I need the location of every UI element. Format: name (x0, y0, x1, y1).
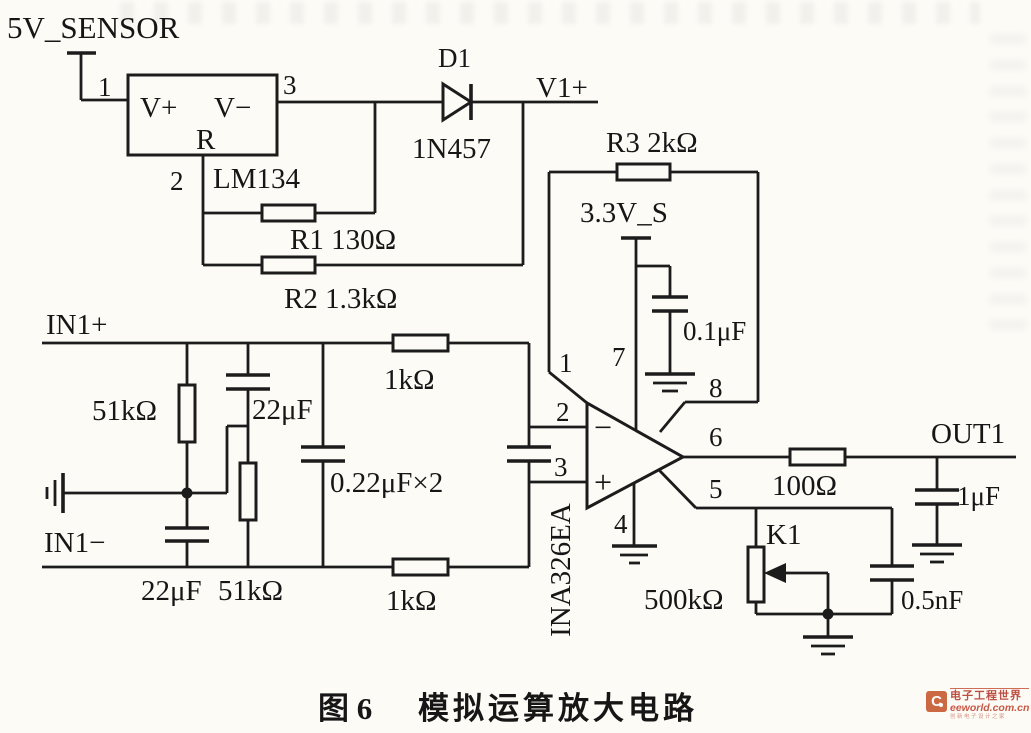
figure-title: 模拟运算放大电路 (418, 691, 698, 726)
net-out1-label: OUT1 (931, 418, 1005, 450)
eeworld-watermark: C 电子工程世界 eeworld.com.cn 创新电子设计之家 (926, 688, 1030, 722)
ground-bypass-symbol (645, 372, 695, 393)
resistor-series-minus-symbol (391, 557, 450, 577)
resistor-r3-symbol (615, 162, 672, 182)
capacitor-output-label: 1μF (957, 481, 1000, 511)
opamp-pin4-number: 4 (614, 509, 628, 539)
eeworld-logo-letter: C (931, 693, 942, 710)
resistor-series-plus-symbol (391, 333, 450, 353)
label-5v-sensor: 5V_SENSOR (7, 10, 180, 45)
capacitor-in-plus-symbol (226, 373, 270, 391)
opamp-noninverting-sign: + (594, 464, 612, 500)
capacitor-comp-label: 0.5nF (901, 585, 963, 615)
opamp-pin8-number: 8 (709, 373, 723, 403)
opamp-triangle-symbol (585, 400, 687, 511)
resistor-r3-label: R3 2kΩ (606, 127, 698, 159)
eeworld-slogan: 创新电子设计之家 (950, 714, 1007, 721)
resistor-r1-label: R1 130Ω (290, 224, 396, 256)
opamp-pin7-number: 7 (612, 342, 626, 372)
lm134-pin1-number: 1 (98, 72, 112, 102)
resistor-r2-label: R2 1.3kΩ (284, 283, 397, 315)
ground-output-symbol (912, 543, 962, 564)
lm134-part-label: LM134 (213, 163, 301, 195)
lm134-vplus-label: V+ (140, 92, 177, 124)
label-3v3-rail: 3.3V_S (580, 197, 668, 229)
opamp-pin3-number: 3 (554, 452, 568, 482)
opamp-pin2-number: 2 (556, 397, 570, 427)
capacitor-bypass-label: 0.1μF (683, 316, 746, 346)
capacitor-in-minus-label: 22μF (141, 575, 202, 607)
capacitor-in-plus-label: 22μF (252, 394, 313, 426)
resistor-r2-symbol (260, 255, 317, 275)
lm134-pin2-number: 2 (170, 166, 184, 196)
power-rail-3v3-symbol (621, 236, 651, 430)
capacitor-diff-2-symbol (507, 445, 551, 463)
capacitor-diff-1-symbol (301, 445, 345, 463)
resistor-input-pullup-label: 51kΩ (92, 395, 157, 427)
ground-wiper-symbol (803, 614, 853, 656)
eeworld-site-url: eeworld.com.cn (950, 701, 1030, 714)
resistor-series-minus-label: 1kΩ (386, 585, 437, 617)
resistor-r1-symbol (260, 203, 317, 223)
lm134-r-label: R (196, 124, 216, 156)
net-v1plus-label: V1+ (536, 72, 588, 104)
net-r3-gain-loop (547, 170, 760, 433)
net-input-wiring (42, 341, 587, 569)
potentiometer-k1-symbol (746, 508, 892, 620)
capacitor-output-symbol (915, 457, 959, 545)
potentiometer-value-label: 500kΩ (644, 584, 724, 616)
opamp-part-label: INA326EA (545, 503, 577, 637)
figure-number: 图 6 (318, 691, 372, 726)
power-rail-5v-symbol (67, 51, 128, 102)
diode-ref-label: D1 (438, 43, 471, 73)
capacitor-in-minus-symbol (165, 526, 209, 543)
capacitor-bypass-symbol (636, 264, 688, 374)
resistor-output-symbol (788, 447, 847, 467)
net-lm134-wiring (201, 100, 598, 267)
ground-input-symbol (45, 473, 65, 513)
opamp-pin1-number: 1 (559, 348, 573, 378)
resistor-output-label: 100Ω (772, 470, 837, 502)
resistor-input-pulldown-label: 51kΩ (218, 575, 283, 607)
net-output-wiring (657, 455, 1016, 510)
net-in1minus-label: IN1− (44, 527, 105, 559)
diode-d1-symbol (441, 81, 474, 123)
eeworld-site-name: 电子工程世界 (950, 690, 1022, 702)
lm134-vminus-label: V− (214, 92, 251, 124)
resistor-series-plus-label: 1kΩ (384, 364, 435, 396)
opamp-pin5-number: 5 (709, 474, 723, 504)
opamp-pin6-number: 6 (709, 422, 723, 452)
opamp-inverting-sign: − (594, 409, 612, 445)
eeworld-text-block: 电子工程世界 eeworld.com.cn 创新电子设计之家 (950, 688, 1030, 722)
net-opamp-pin4-ground (612, 483, 657, 565)
capacitor-comp-symbol (870, 508, 914, 614)
capacitor-diff-label: 0.22μF×2 (330, 467, 443, 499)
resistor-input-pulldown-symbol (238, 461, 258, 522)
diode-part-label: 1N457 (412, 133, 491, 165)
resistor-input-pullup-symbol (177, 383, 197, 444)
eeworld-logo: C (926, 691, 947, 712)
potentiometer-ref-label: K1 (766, 519, 801, 551)
net-in1plus-label: IN1+ (46, 309, 107, 341)
lm134-pin3-number: 3 (283, 70, 297, 100)
